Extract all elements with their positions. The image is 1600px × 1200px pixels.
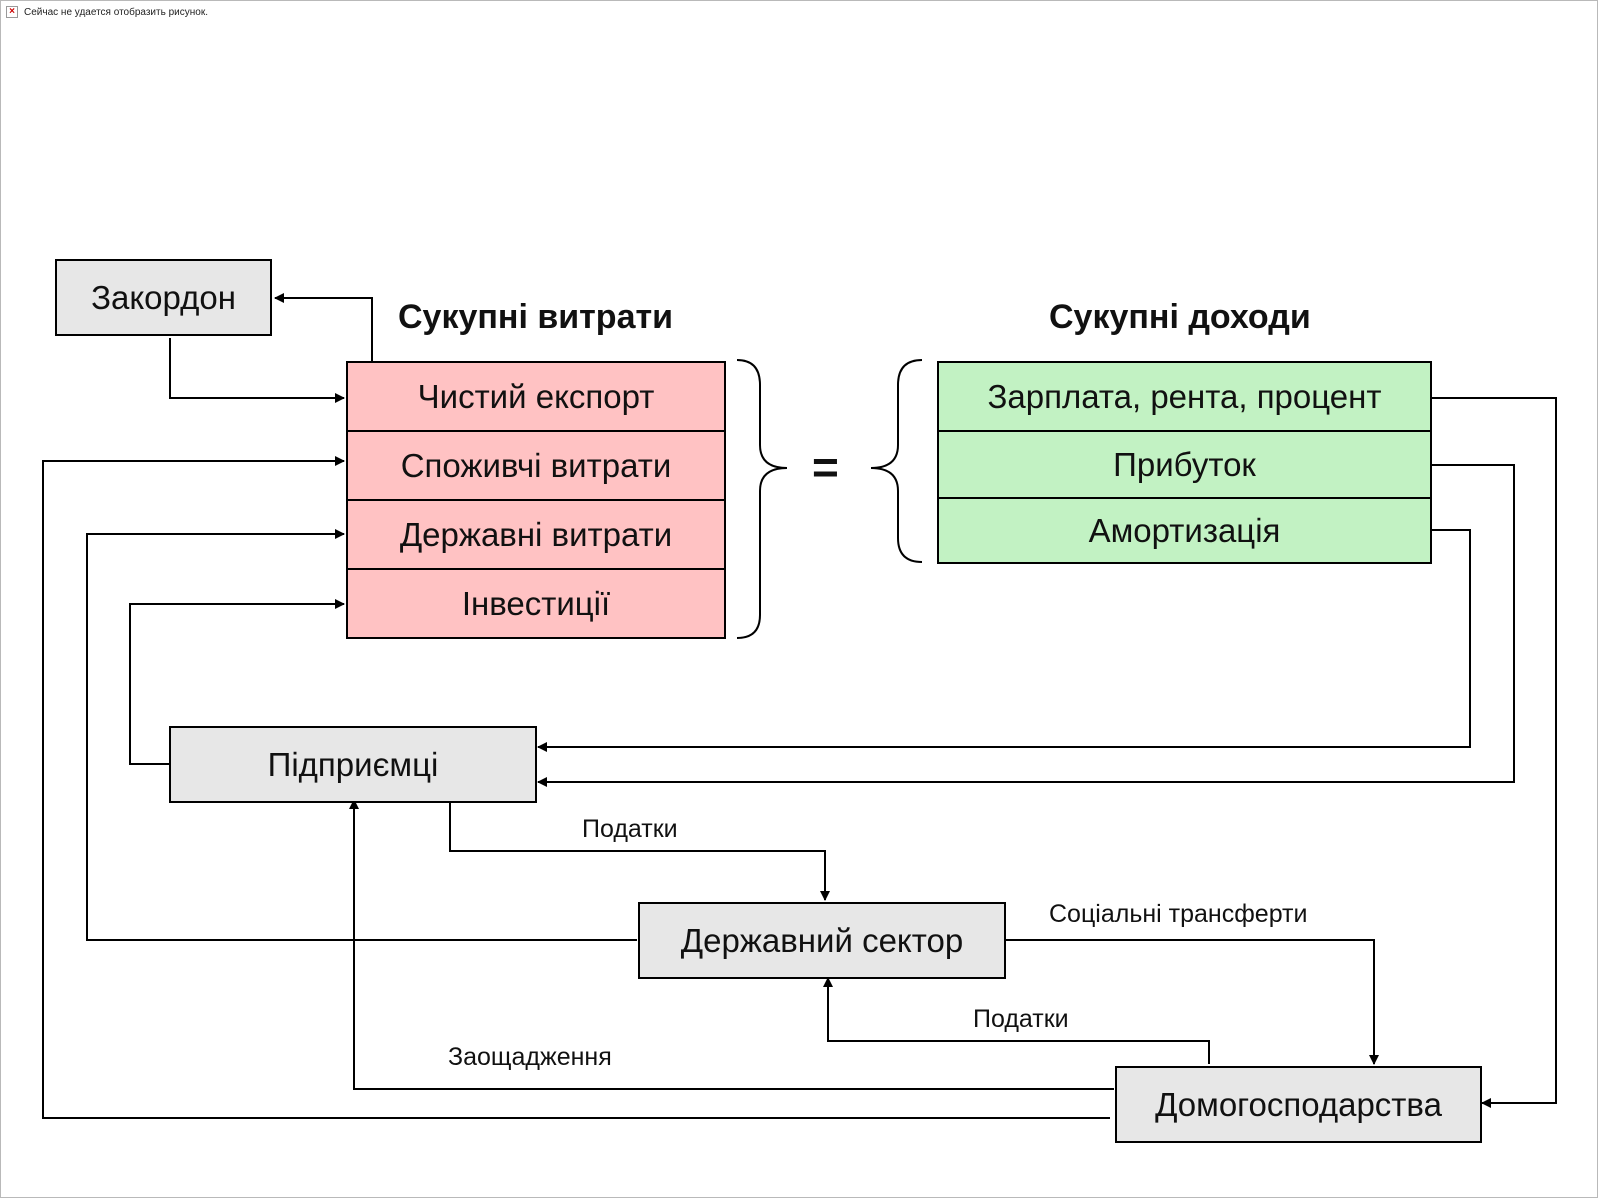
expenditure-consumption: Споживчі витрати [348,432,724,501]
arrow-business-taxes [449,802,830,901]
arrow-profit-to-entrepreneurs [537,464,1515,787]
arrow-social-transfers [1005,939,1379,1065]
arrow-government-to-spending [86,529,637,941]
arrow-abroad-to-export [169,338,345,403]
arrow-export-to-abroad [274,293,373,363]
entrepreneurs-box: Підприємці [169,726,537,803]
arrow-wages-to-households [1430,397,1557,1108]
expenditure-government: Державні витрати [348,501,724,570]
expenditures-heading: Сукупні витрати [398,298,674,336]
label-savings: Заощадження [448,1043,612,1071]
right-curly-brace [870,359,923,563]
income-profit: Прибуток [939,432,1430,499]
incomes-heading: Сукупні доходи [1049,298,1311,336]
government-sector-box: Державний сектор [638,902,1006,979]
income-depreciation: Амортизація [1088,511,1281,549]
left-curly-brace [736,359,788,639]
broken-image-notice: × Сейчас не удается отобразить рисунок. [6,6,208,18]
households-box: Домогосподарства [1115,1066,1482,1143]
broken-image-text: Сейчас не удается отобразить рисунок. [24,6,208,18]
equals-sign: = [812,441,839,493]
abroad-box: Закордон [55,259,272,336]
arrow-entrepreneurs-to-investment [129,599,345,765]
expenditure-net-export: Чистий експорт [348,363,724,432]
arrow-savings [349,799,1114,1090]
arrow-household-taxes [823,977,1210,1064]
label-household-taxes: Податки [973,1005,1069,1033]
expenditure-investment: Інвестиції [461,584,611,622]
label-social-transfers: Соціальні трансферти [1049,900,1308,928]
label-business-taxes: Податки [582,815,678,843]
arrow-households-to-consumption [42,456,1110,1119]
broken-image-icon: × [6,6,18,18]
incomes-stack: Зарплата, рента, процент Прибуток Аморти… [937,361,1432,564]
arrow-depreciation-to-entrepreneurs [537,529,1471,752]
income-wages-rent-interest: Зарплата, рента, процент [939,363,1430,432]
expenditures-stack: Чистий експорт Споживчі витрати Державні… [346,361,726,639]
